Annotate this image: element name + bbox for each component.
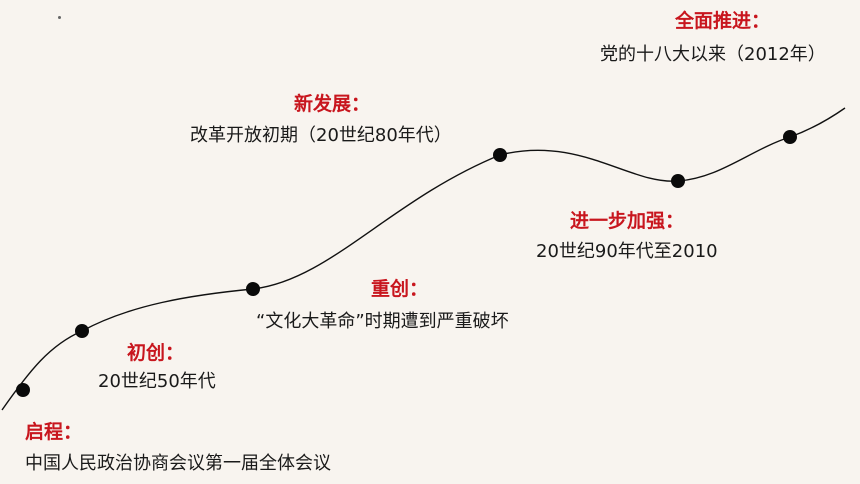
stage-desc-jinyibu: 20世纪90年代至2010 [536,241,718,262]
timeline-node-jinyibu [671,174,685,188]
decorative-dot [58,16,61,19]
stage-desc-chongchuang: “文化大革命”时期遭到严重破坏 [256,311,509,332]
stage-title-qicheng: 启程： [25,421,83,443]
stage-title-quanmian: 全面推进： [675,10,771,32]
stage-title-chuchuang: 初创： [127,342,185,364]
timeline-curve [1,107,846,411]
timeline-node-xinfazhan [493,148,507,162]
stage-desc-quanmian: 党的十八大以来（2012年） [600,44,826,65]
timeline-node-qicheng [16,383,30,397]
stage-title-chongchuang: 重创： [371,278,429,300]
stage-desc-qicheng: 中国人民政治协商会议第一届全体会议 [25,453,331,474]
stage-desc-chuchuang: 20世纪50年代 [98,371,216,392]
timeline-node-quanmian [783,130,797,144]
timeline-node-chongchuang [246,282,260,296]
stage-title-jinyibu: 进一步加强： [570,210,685,232]
stage-desc-xinfazhan: 改革开放初期（20世纪80年代） [190,125,452,146]
stage-title-xinfazhan: 新发展： [294,93,371,115]
timeline-node-chuchuang [75,324,89,338]
